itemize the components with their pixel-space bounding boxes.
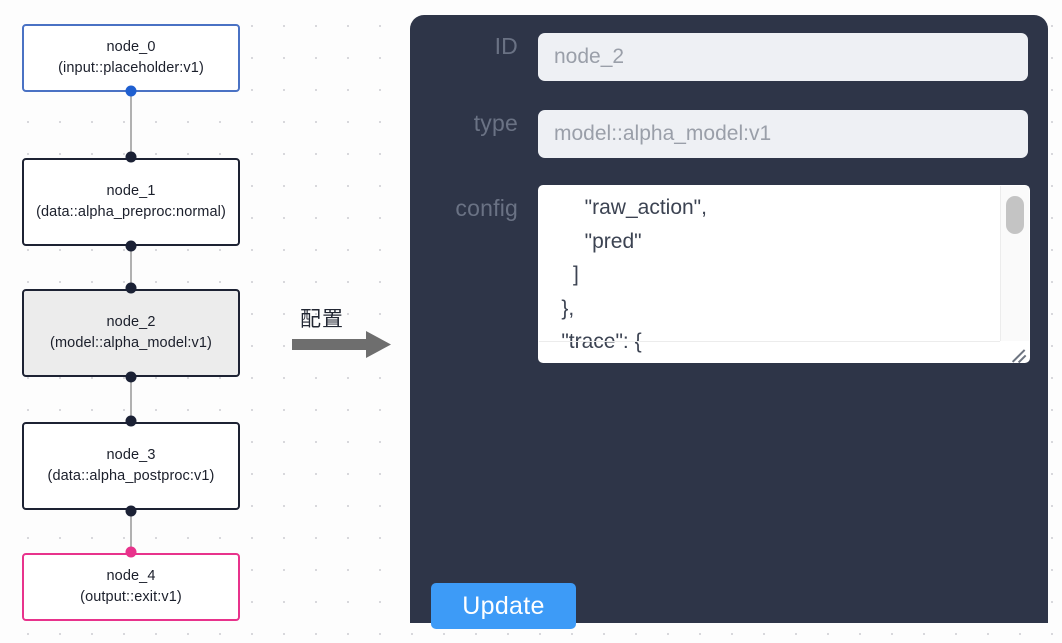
scrollbar-thumb[interactable]: [1006, 196, 1024, 234]
vertical-scrollbar[interactable]: [1000, 186, 1029, 341]
field-row-type: type: [410, 110, 1030, 158]
field-label-type: type: [473, 110, 518, 136]
field-row-id: ID: [410, 33, 1030, 81]
config-textarea-content: "raw_action", "pred" ] }, "trace": { "sc…: [561, 196, 707, 353]
node-title: node_4: [106, 568, 156, 584]
graph-node-node_4[interactable]: node_4 (output::exit:v1): [22, 553, 240, 621]
right-arrow-icon: [292, 331, 392, 364]
edge-node1-node2: [130, 246, 132, 288]
node-subtitle: (output::exit:v1): [80, 589, 182, 605]
node-title: node_2: [106, 314, 156, 330]
type-input[interactable]: [538, 110, 1028, 158]
config-divider: [539, 341, 1000, 342]
port-node_0-out[interactable]: [125, 85, 137, 97]
node-subtitle: (input::placeholder:v1): [58, 60, 204, 76]
edge-node2-node3: [130, 376, 132, 420]
config-textarea[interactable]: "raw_action", "pred" ] }, "trace": { "sc…: [538, 185, 1030, 363]
edge-node0-node1: [130, 88, 132, 158]
field-label-id: ID: [494, 33, 518, 59]
graph-node-node_0[interactable]: node_0 (input::placeholder:v1): [22, 24, 240, 92]
node-subtitle: (data::alpha_preproc:normal): [36, 204, 226, 220]
port-node_3-in[interactable]: [125, 415, 137, 427]
resize-handle-icon[interactable]: [1008, 342, 1028, 363]
node-title: node_3: [106, 447, 156, 463]
port-node_1-in[interactable]: [125, 151, 137, 163]
graph-node-node_3[interactable]: node_3 (data::alpha_postproc:v1): [22, 422, 240, 510]
edge-node3-node4: [130, 511, 132, 552]
port-node_3-out[interactable]: [125, 505, 137, 517]
node-config-panel: ID type config "raw_action", "pred" ] },…: [410, 15, 1048, 623]
graph-node-node_2[interactable]: node_2 (model::alpha_model:v1): [22, 289, 240, 377]
node-title: node_0: [106, 39, 156, 55]
node-title: node_1: [106, 183, 156, 199]
annotation-label: 配置: [300, 308, 344, 331]
id-input[interactable]: [538, 33, 1028, 81]
update-button[interactable]: Update: [431, 583, 576, 629]
port-node_2-in[interactable]: [125, 282, 137, 294]
port-node_2-out[interactable]: [125, 371, 137, 383]
node-subtitle: (data::alpha_postproc:v1): [47, 468, 215, 484]
port-node_1-out[interactable]: [125, 240, 137, 252]
field-label-config: config: [455, 195, 518, 221]
port-node_4-in[interactable]: [125, 546, 137, 558]
graph-node-node_1[interactable]: node_1 (data::alpha_preproc:normal): [22, 158, 240, 246]
node-subtitle: (model::alpha_model:v1): [50, 335, 212, 351]
